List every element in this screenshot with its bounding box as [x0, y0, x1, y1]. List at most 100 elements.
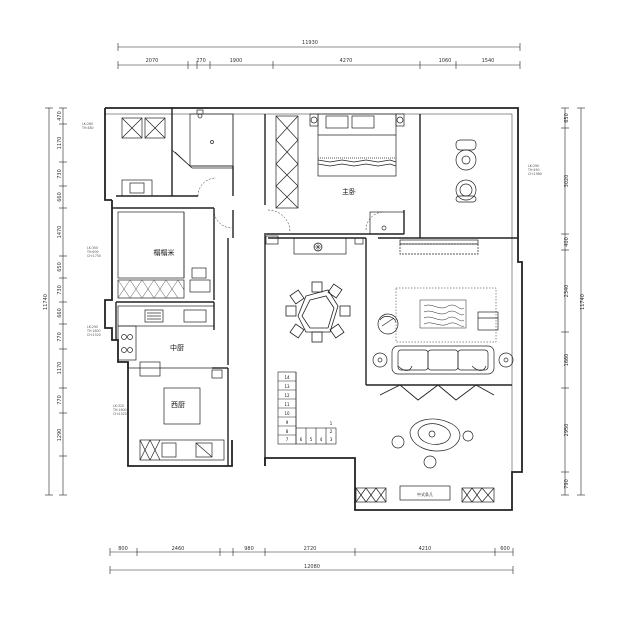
- stair-numbers: 14 13 12 11 10 9 8 7 6 5 4 3 2 1: [284, 375, 332, 442]
- dim-top-seg-4: 4270: [340, 58, 353, 64]
- dim-left-seg-4: 660: [57, 192, 63, 202]
- chinese-kitchen-fixtures: [117, 305, 215, 377]
- dim-right-seg-2: 3020: [564, 175, 570, 188]
- dining-chairs: [285, 281, 351, 343]
- window-note-5-line-2: TH:490: [527, 168, 540, 172]
- dim-top-seg-6: 1540: [482, 58, 495, 64]
- stair-step-10: 10: [284, 411, 290, 416]
- dim-left-seg-7: 730: [57, 285, 63, 295]
- stair-step-12: 12: [284, 393, 290, 398]
- dim-bottom-seg-4: 2720: [304, 546, 317, 552]
- stair-step-6: 6: [300, 437, 303, 442]
- window-note-4: LK:320 TH:1600 CH:1520: [112, 404, 127, 416]
- window-note-4-line-1: LK:320: [113, 404, 124, 408]
- room-label-master-bedroom: 主卧: [342, 187, 356, 196]
- dim-left-total: 11740: [43, 294, 49, 310]
- dim-right-seg-3: 400: [564, 237, 570, 247]
- living-rug: [395, 287, 497, 343]
- dim-bottom-seg-2: 2460: [172, 546, 185, 552]
- dim-left-seg-6: 650: [57, 262, 63, 272]
- dim-right-seg-1: 650: [564, 113, 570, 123]
- window-note-2-line-3: CH:1750: [87, 254, 101, 258]
- exterior-walls: [104, 107, 523, 511]
- dim-bottom-seg-3: 980: [244, 546, 254, 552]
- stair-step-9: 9: [286, 420, 289, 425]
- window-note-2-line-2: TH:600: [86, 250, 99, 254]
- dim-left-seg-10: 1170: [57, 362, 63, 375]
- dim-left-seg-3: 730: [57, 169, 63, 179]
- dim-bottom-total: 12080: [304, 564, 320, 570]
- door-swings-top: [197, 177, 385, 233]
- window-note-2-line-1: LK:300: [87, 246, 98, 250]
- window-note-5-line-1: LK:290: [528, 164, 539, 168]
- window-note-2: LK:300 TH:600 CH:1750: [86, 246, 101, 258]
- stair-step-2: 2: [330, 429, 333, 434]
- tv-wall: [399, 239, 479, 255]
- window-note-3-line-3: CH:1520: [87, 333, 101, 337]
- window-note-1-line-1: LK:260: [82, 122, 93, 126]
- stair-step-14: 14: [284, 375, 290, 380]
- bedroom-desk: [369, 211, 405, 235]
- right-dimension-lines: [561, 107, 585, 496]
- staircase: [277, 371, 337, 445]
- window-note-4-line-2: TH:1600: [112, 408, 127, 412]
- stair-step-13: 13: [284, 384, 290, 389]
- dim-top-total: 11930: [302, 40, 318, 46]
- bedroom-chairs: [455, 139, 477, 203]
- tv-cabinet-label: 中式条几: [417, 491, 433, 497]
- dim-right-seg-4: 2340: [564, 285, 570, 298]
- stair-step-8: 8: [286, 429, 289, 434]
- armchair: [377, 313, 399, 335]
- window-note-5: LK:290 TH:490 CH:1980: [527, 164, 542, 176]
- sideboard: [265, 235, 364, 255]
- dim-left-seg-1: 470: [57, 111, 63, 121]
- stair-step-4: 4: [320, 437, 323, 442]
- shower-room: [171, 109, 234, 169]
- window-note-1: LK:260 TH:480: [81, 122, 94, 130]
- dining-table: [285, 281, 351, 343]
- dim-top-seg-3: 1900: [230, 58, 243, 64]
- top-dimension-lines: [117, 43, 521, 69]
- wardrobe-strip: [275, 115, 299, 209]
- bottom-cabinets: [355, 485, 495, 503]
- dim-right-total: 11740: [580, 294, 586, 310]
- dim-left-seg-9: 770: [57, 332, 63, 342]
- window-note-3-line-2: TH:1600: [86, 329, 101, 333]
- window-note-5-line-3: CH:1980: [528, 172, 542, 176]
- tatami-room-furniture: [117, 211, 211, 299]
- interior-walls: [112, 108, 518, 466]
- dim-bottom-seg-1: 800: [118, 546, 128, 552]
- bottom-dimension-lines: [109, 548, 514, 574]
- top-left-cabinets: [121, 117, 166, 197]
- master-bed: [309, 113, 405, 177]
- dim-right-seg-7: 790: [564, 479, 570, 489]
- stair-step-1: 1: [330, 421, 333, 426]
- dim-left-seg-12: 1290: [57, 429, 63, 442]
- dim-left-seg-8: 660: [57, 308, 63, 318]
- room-label-chinese-kitchen: 中厨: [170, 343, 184, 352]
- sofa: [372, 345, 514, 375]
- stair-step-11: 11: [284, 402, 290, 407]
- dim-left-seg-11: 770: [57, 395, 63, 405]
- dim-right-seg-6: 2950: [564, 424, 570, 437]
- dim-left-seg-2: 1170: [57, 137, 63, 150]
- tea-table: [391, 418, 474, 469]
- dim-left-seg-5: 1470: [57, 226, 63, 239]
- stair-step-7: 7: [286, 437, 289, 442]
- dim-bottom-seg-5: 4210: [419, 546, 432, 552]
- left-dimension-lines: [45, 107, 67, 496]
- dim-top-seg-5: 1060: [439, 58, 452, 64]
- stair-step-3: 3: [330, 437, 333, 442]
- stair-step-5: 5: [310, 437, 313, 442]
- window-note-3-line-1: LK:290: [87, 325, 98, 329]
- dim-right-seg-5: 1660: [564, 354, 570, 367]
- window-note-3: LK:290 TH:1600 CH:1520: [86, 325, 101, 337]
- dim-bottom-seg-6: 600: [500, 546, 510, 552]
- side-table: [477, 311, 499, 331]
- dim-top-seg-1: 2070: [146, 58, 159, 64]
- dim-top-seg-2: 270: [196, 58, 206, 64]
- window-note-4-line-3: CH:1520: [113, 412, 127, 416]
- window-note-1-line-2: TH:480: [81, 126, 94, 130]
- zigzag-partition: [379, 384, 495, 401]
